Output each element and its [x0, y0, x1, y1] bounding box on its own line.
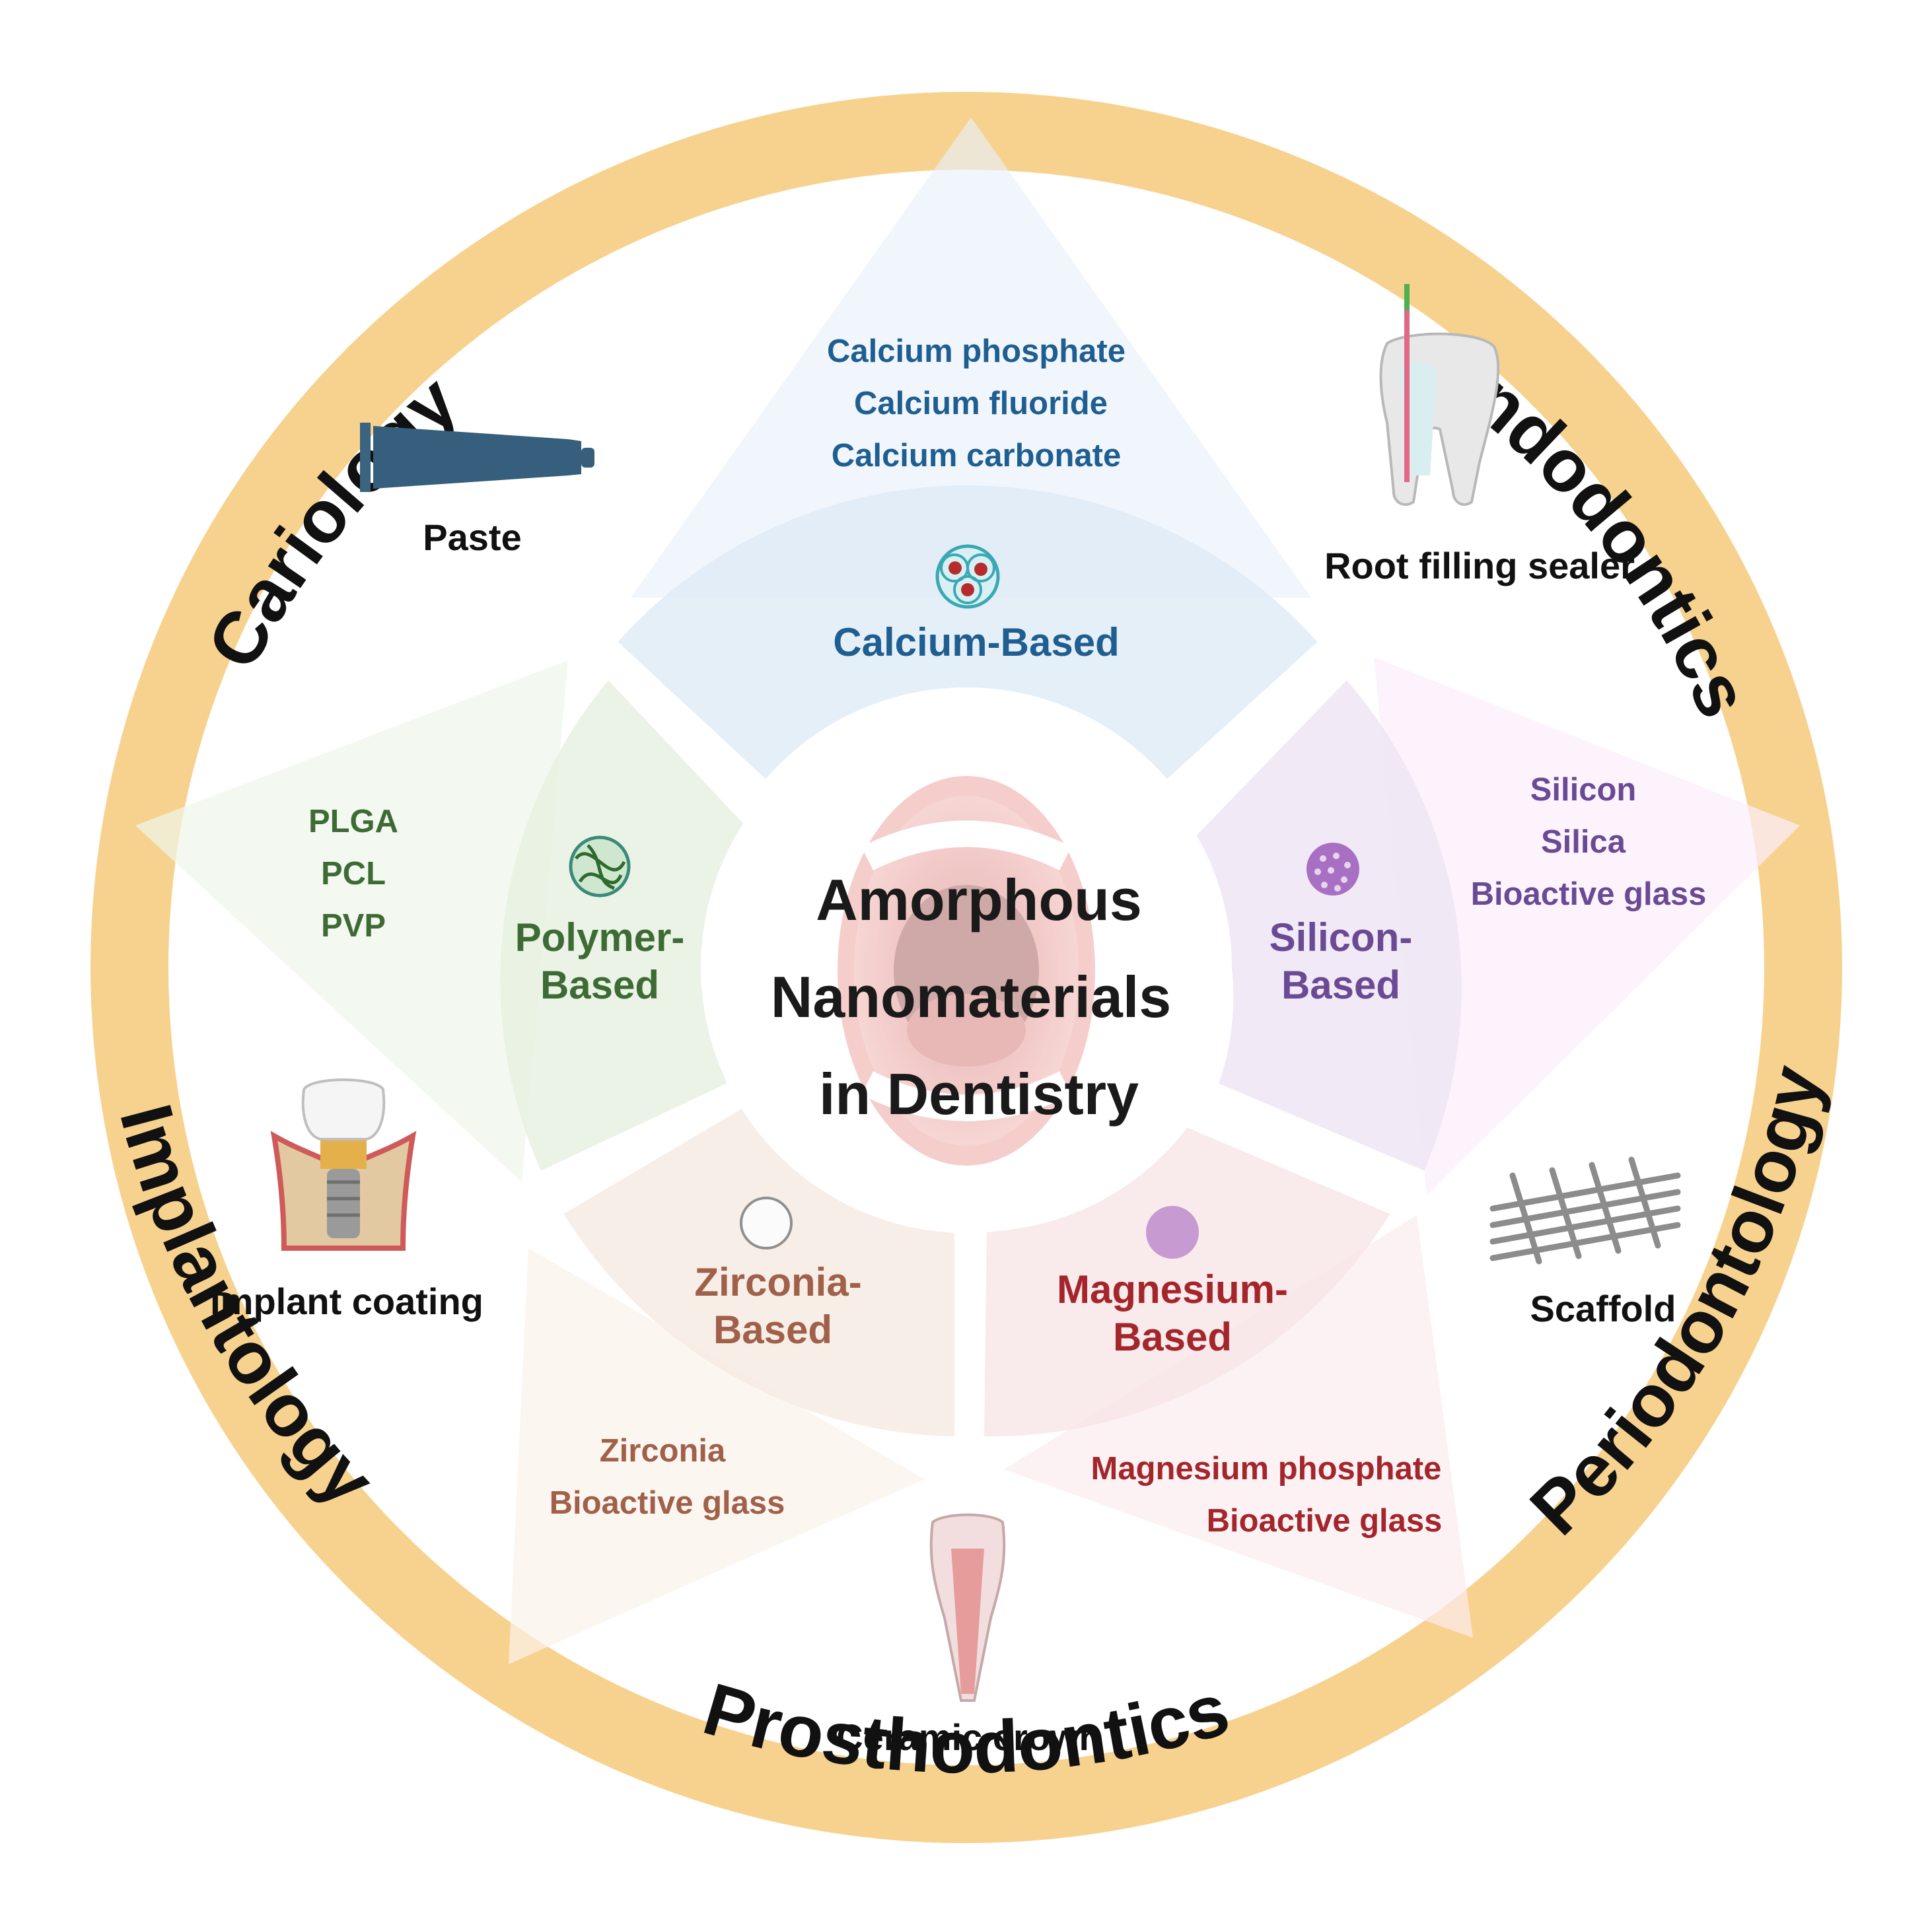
calcium-based-label: Calcium-Based	[833, 620, 1119, 664]
polymer-based-label-line-1: Polymer-	[515, 915, 685, 960]
paste-tube-icon	[360, 423, 594, 492]
polymer-material-3: PVP	[321, 908, 386, 944]
magnesium-material-1: Magnesium phosphate	[1091, 1451, 1442, 1487]
paste-label: Paste	[423, 516, 521, 558]
polymer-triangle	[135, 660, 568, 1182]
zirconia-based-label-line-1: Zirconia-	[694, 1260, 861, 1304]
silicon-sector	[1186, 680, 1462, 1171]
calcium-material-3: Calcium carbonate	[832, 438, 1121, 474]
zirconia-material-2: Bioactive glass	[550, 1485, 785, 1521]
root-filling-sealer-label: Root filling sealer	[1324, 545, 1635, 586]
scaffold-label: Scaffold	[1530, 1288, 1676, 1329]
magnesium-sphere-icon	[1146, 1206, 1199, 1259]
silicon-material-2: Silica	[1541, 824, 1626, 860]
polymer-sector	[500, 680, 759, 1171]
calcium-material-1: Calcium phosphate	[827, 334, 1126, 369]
silicon-triangle	[1374, 657, 1800, 1195]
title-line-2: Nanomaterials	[771, 964, 1171, 1030]
silicon-nanoparticle-icon	[1306, 843, 1359, 895]
magnesium-material-2: Bioactive glass	[1207, 1503, 1443, 1539]
magnesium-sector	[984, 1127, 1390, 1437]
tooth-root-canal-icon	[1379, 284, 1500, 506]
open-mouth-icon	[838, 776, 1095, 1166]
title-line-1: Amorphous	[816, 867, 1142, 932]
polymer-material-2: PCL	[321, 856, 386, 892]
silicon-material-1: Silicon	[1530, 772, 1637, 808]
polymer-material-1: PLGA	[308, 804, 398, 839]
silicon-material-3: Bioactive glass	[1471, 876, 1707, 912]
implant-coating-label: Implant coating	[210, 1281, 483, 1322]
zirconia-sector	[563, 1107, 954, 1436]
calcium-nanoparticle-icon	[935, 544, 1000, 609]
silicon-based-label-line-2: Based	[1281, 963, 1400, 1007]
ceramic-crown-tooth-icon	[929, 1513, 1006, 1702]
scaffold-mesh-icon	[1489, 1156, 1681, 1265]
dental-implant-icon	[270, 1078, 417, 1251]
zirconia-sphere-icon	[740, 1197, 793, 1249]
polymer-based-label-line-2: Based	[540, 963, 659, 1007]
title-line-3: in Dentistry	[819, 1061, 1139, 1127]
calcium-material-2: Calcium fluoride	[854, 386, 1108, 421]
magnesium-triangle	[1004, 1215, 1473, 1638]
zirconia-material-1: Zirconia	[600, 1433, 726, 1469]
ceramic-crown-label: Ceramic crown	[836, 1716, 1102, 1758]
polymer-nanoparticle-icon	[569, 835, 631, 897]
zirconia-based-label-line-2: Based	[713, 1308, 832, 1352]
silicon-based-label-line-1: Silicon-	[1270, 915, 1413, 960]
calcium-sector	[618, 485, 1318, 779]
magnesium-based-label-line-2: Based	[1113, 1315, 1232, 1359]
calcium-triangle	[631, 118, 1311, 598]
zirconia-triangle	[509, 1248, 925, 1664]
magnesium-based-label-line-1: Magnesium-	[1057, 1267, 1288, 1312]
